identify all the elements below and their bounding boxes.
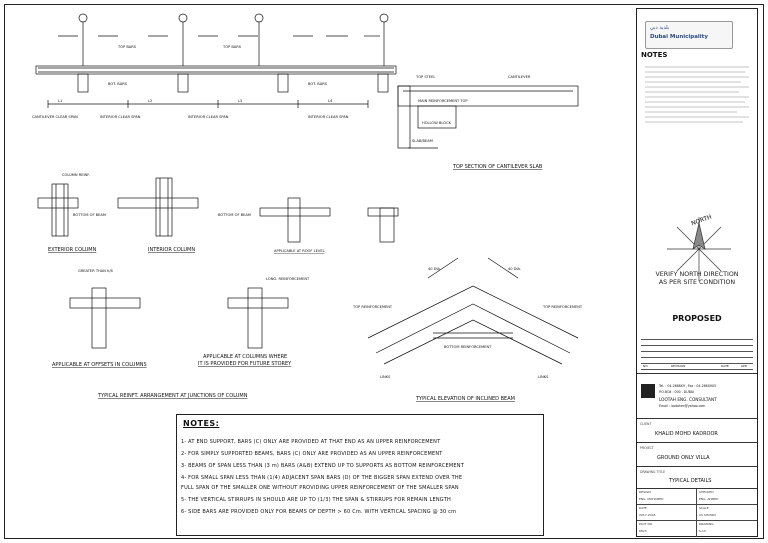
bottom-beam-label-2: BOTTOM OF BEAM <box>218 213 251 217</box>
revision-table: NO. REVISION DATE APP. <box>641 339 753 373</box>
top-steel-label: TOP STEEL <box>415 75 435 79</box>
consultant-tel: Tel. : 04-2668X9 , Fax : 04-266X9X5 <box>659 384 717 388</box>
meta-key-5: DRAWING <box>699 522 714 526</box>
offsets-caption: APPLICABLE AT OFFSETS IN COLUMNS <box>52 362 147 368</box>
incl-links-right: LINKS <box>538 375 549 379</box>
incl-bottom-label: BOTTOM REINFORCEMENT <box>444 345 492 349</box>
status-proposed: PROPOSED <box>672 314 722 323</box>
span-mark-1: L1 <box>58 99 62 103</box>
greater-than-label: GREATER THAN h/6 <box>78 269 114 273</box>
inclined-beam-elevation <box>367 257 579 365</box>
note-line-4: 4- FOR SMALL SPAN LESS THAN (1/4) ADJACE… <box>181 475 463 481</box>
meta-val-5: S-10 <box>699 529 706 533</box>
note-line-2: 2- FOR SIMPLY SUPPORTED BEAMS, BARS (C) … <box>181 451 443 457</box>
incl-dim-right: 40 DIA. <box>508 267 521 271</box>
rev-header-revision: REVISION <box>671 364 686 368</box>
drawing-title-section: DRAWING TITLE TYPICAL DETAILS <box>637 467 757 489</box>
meta-key-3: SCALE <box>699 506 709 510</box>
note-line-7: 6- SIDE BARS ARE PROVIDED ONLY FOR BEAMS… <box>181 509 457 515</box>
drawing-title: TYPICAL DETAILS <box>669 478 712 484</box>
client-label: CLIENT <box>640 422 652 426</box>
incl-dim-left: 40 DIA. <box>428 267 441 271</box>
col-reinf-label: COLUMN REINF. <box>62 173 90 177</box>
rev-header-app: APP. <box>741 364 748 368</box>
tb-notes-heading: NOTES <box>641 51 668 59</box>
top-bars-label-2: TOP BARS <box>222 45 242 49</box>
meta-key-4: PLOT NO. <box>639 522 653 526</box>
span-mark-4: L4 <box>328 99 333 103</box>
bottom-beam-label: BOTTOM OF BEAM <box>73 213 106 217</box>
title-block: بلدية دبي Dubai Municipality NOTES NORTH… <box>636 8 758 537</box>
verify-line-2: AS PER SITE CONDITION <box>658 279 736 286</box>
meta-val-3: AS SHOWN <box>699 513 716 517</box>
meta-val-0: ENG. MOHAMED <box>639 497 664 501</box>
north-arrow-icon <box>667 217 731 281</box>
consultant-po: P.O.BOX : 000 - DUBAI <box>659 390 694 394</box>
meta-val-2: 2017-2018 <box>639 513 656 517</box>
roof-level-caption: APPLICABLE AT ROOF LEVEL <box>274 249 325 253</box>
client-name: KHALID MOHD KADROOR <box>655 431 718 437</box>
interior-column-caption: INTERIOR COLUMN <box>148 247 195 253</box>
project-label: PROJECT <box>640 446 654 450</box>
drawing-sheet <box>4 4 764 539</box>
authority-name-en: Dubai Municipality <box>650 34 708 40</box>
general-notes-box: NOTES: 1- AT END SUPPORT, BARS (C) ONLY … <box>176 414 544 536</box>
continuous-beam-detail <box>35 13 397 108</box>
bot-bars-label: BOT. BARS <box>108 82 128 86</box>
verify-line-1: VERIFY NORTH DIRECTION <box>655 271 739 278</box>
bot-bars-label-2: BOT. BARS <box>308 82 328 86</box>
project-name: GROUND ONLY VILLA <box>657 455 710 461</box>
note-line-6: 5- THE VERTICAL STIRRUPS IN SHOULD ARE U… <box>181 497 451 503</box>
span-mark-2: L2 <box>148 99 152 103</box>
rev-header-no: NO. <box>643 364 649 368</box>
long-reinf-label: LONG. REINFORCEMENT <box>266 277 310 281</box>
meta-key-2: DATE <box>639 506 647 510</box>
span-label-3: INTERIOR CLEAR SPAN <box>188 115 229 119</box>
span-label-1: CANTILEVER CLEAR SPAN <box>32 115 78 119</box>
consultant-email: Email : lootahec@yahoo.com <box>659 404 706 408</box>
note-line-5: FULL SPAN OF THE SMALLER ONE WITHOUT PRO… <box>181 485 459 491</box>
meta-key-1: CHECKED <box>699 490 714 494</box>
future-caption-1: APPLICABLE AT COLUMNS WHERE <box>203 354 287 360</box>
junctions-caption: TYPICAL REINFT. ARRANGEMENT AT JUNCTIONS… <box>97 393 248 399</box>
rev-header-date: DATE <box>721 364 729 368</box>
incl-top-left-label: TOP REINFORCEMENT <box>352 305 393 309</box>
authority-logo: بلدية دبي Dubai Municipality <box>645 21 733 49</box>
slab-beam-label: SLAB/BEAM <box>412 139 433 143</box>
tb-notes-text-lines <box>645 66 749 123</box>
cantilever-slab-section <box>397 85 579 149</box>
client-section: CLIENT KHALID MOHD KADROOR <box>637 419 757 443</box>
exterior-column-caption: EXTERIOR COLUMN <box>48 247 97 253</box>
verify-north-note: VERIFY NORTH DIRECTION AS PER SITE CONDI… <box>641 271 753 287</box>
consultant-name: LOOTAH ENG. CONSULTANT <box>659 397 717 402</box>
meta-val-1: ENG. AHMED <box>699 497 719 501</box>
main-reinf-label: MAIN REINFORCEMENT TOP <box>418 99 468 103</box>
meta-table: DESIGN ENG. MOHAMED CHECKED ENG. AHMED D… <box>637 489 757 537</box>
span-mark-3: L3 <box>238 99 242 103</box>
hollow-block-label: HOLLOW BLOCK <box>422 121 452 125</box>
meta-grid: DESIGN ENG. MOHAMED CHECKED ENG. AHMED D… <box>637 489 757 537</box>
meta-key-0: DESIGN <box>639 490 651 494</box>
project-section: PROJECT GROUND ONLY VILLA <box>637 443 757 467</box>
cantilever-section-caption: TOP SECTION OF CANTILEVER SLAB <box>452 164 543 170</box>
consultant-logo-icon <box>641 384 655 398</box>
incl-links-left: LINKS <box>380 375 391 379</box>
column-junction-details <box>37 177 399 349</box>
details-svg: TOP BARS TOP BARS BOT. BARS BOT. BARS CA… <box>32 13 583 402</box>
inclined-beam-caption: TYPICAL ELEVATION OF INCLINED BEAM <box>415 396 515 402</box>
drawing-title-label: DRAWING TITLE <box>640 470 666 474</box>
drawing-area: TOP BARS TOP BARS BOT. BARS BOT. BARS CA… <box>8 8 628 536</box>
incl-top-right-label: TOP REINFORCEMENT <box>542 305 583 309</box>
future-caption-2: IT IS PROVIDED FOR FUTURE STOREY <box>198 361 292 367</box>
note-line-3: 3- BEAMS OF SPAN LESS THAN (3 m) BARS (A… <box>181 463 464 469</box>
span-label-2: INTERIOR CLEAR SPAN <box>100 115 141 119</box>
top-bars-label: TOP BARS <box>117 45 137 49</box>
note-line-1: 1- AT END SUPPORT, BARS (C) ONLY ARE PRO… <box>181 439 441 445</box>
cantilever-label: CANTILEVER <box>508 75 531 79</box>
notes-title: NOTES: <box>183 419 220 428</box>
span-label-4: INTERIOR CLEAR SPAN <box>308 115 349 119</box>
meta-val-4: 6823 <box>639 529 647 533</box>
consultant-section: Tel. : 04-2668X9 , Fax : 04-266X9X5 P.O.… <box>637 373 757 419</box>
authority-name-ar: بلدية دبي <box>650 25 670 31</box>
